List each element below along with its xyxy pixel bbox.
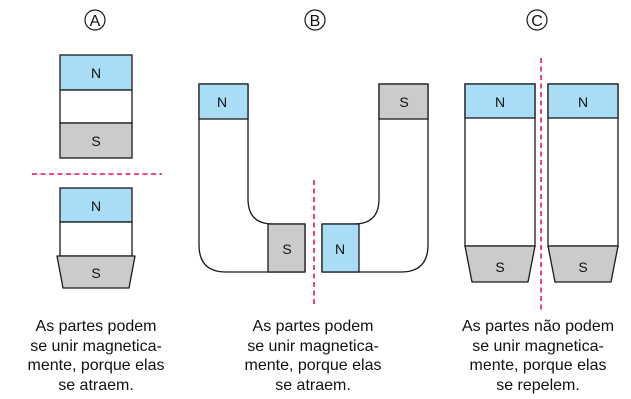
- north-pole-block: [59, 187, 133, 223]
- south-pole-block: [56, 255, 136, 289]
- panel-a: A N S N S: [32, 9, 162, 289]
- panel-c-letter: C: [531, 13, 543, 30]
- caption-line: mente, porque elas: [27, 357, 165, 374]
- north-pole-label: N: [217, 94, 227, 110]
- south-pole-label: S: [495, 259, 504, 275]
- caption-line: As partes podem: [35, 318, 157, 335]
- south-pole-block: [464, 245, 536, 283]
- u-magnet-left-piece: N S: [198, 83, 306, 273]
- panel-a-letter: A: [90, 13, 101, 30]
- north-pole-block: [59, 54, 133, 91]
- north-pole-block: [198, 83, 249, 120]
- caption-line: As partes não podem: [461, 318, 615, 335]
- panel-c-letter-circle: [526, 9, 548, 31]
- caption-line: se repelem.: [496, 376, 580, 394]
- panel-a-caption: As partes podem se unir magnetica- mente…: [0, 317, 196, 395]
- caption-line: se unir magnetica-: [30, 337, 162, 355]
- panel-b-letter: B: [310, 13, 321, 30]
- caption-line: se atraem.: [58, 376, 134, 394]
- caption-line: se unir magnetica-: [472, 337, 604, 355]
- caption-line: As partes podem: [252, 318, 374, 335]
- bar-magnet-left-piece: N S: [464, 83, 536, 283]
- magnet-body-block: [59, 89, 133, 124]
- bar-magnet-top-piece: N S: [59, 54, 133, 159]
- north-pole-label: N: [91, 65, 101, 81]
- south-pole-block: [59, 122, 133, 159]
- bar-magnet-right-piece: N S: [547, 83, 619, 283]
- south-pole-label: S: [399, 94, 408, 110]
- caption-line: mente, porque elas: [244, 357, 382, 374]
- panel-c: C N S N S: [464, 9, 619, 312]
- north-pole-block: [464, 83, 536, 119]
- panel-b-letter-circle: [304, 9, 326, 31]
- north-pole-label: N: [495, 94, 505, 110]
- panel-c-caption: As partes não podem se unir magnetica- m…: [438, 317, 631, 395]
- panel-b-caption: As partes podem se unir magnetica- mente…: [213, 317, 413, 395]
- south-pole-block: [378, 83, 429, 120]
- south-pole-block: [267, 223, 306, 273]
- magnet-body-block: [59, 221, 133, 257]
- caption-line: se atraem.: [275, 376, 351, 394]
- panel-a-letter-circle: [84, 9, 106, 31]
- south-pole-label: S: [91, 265, 100, 281]
- south-pole-block: [547, 245, 619, 283]
- caption-line: se unir magnetica-: [247, 337, 379, 355]
- u-magnet-right-piece: S N: [321, 83, 429, 273]
- north-pole-block: [321, 223, 360, 273]
- south-pole-label: S: [282, 241, 291, 257]
- caption-line: mente, porque elas: [469, 357, 607, 374]
- north-pole-label: N: [578, 94, 588, 110]
- north-pole-label: N: [335, 241, 345, 257]
- north-pole-label: N: [91, 198, 101, 214]
- south-pole-label: S: [91, 133, 100, 149]
- bar-magnet-bottom-piece: N S: [56, 187, 136, 289]
- south-pole-label: S: [578, 259, 587, 275]
- north-pole-block: [547, 83, 619, 119]
- panel-b: B N S S N: [198, 9, 429, 306]
